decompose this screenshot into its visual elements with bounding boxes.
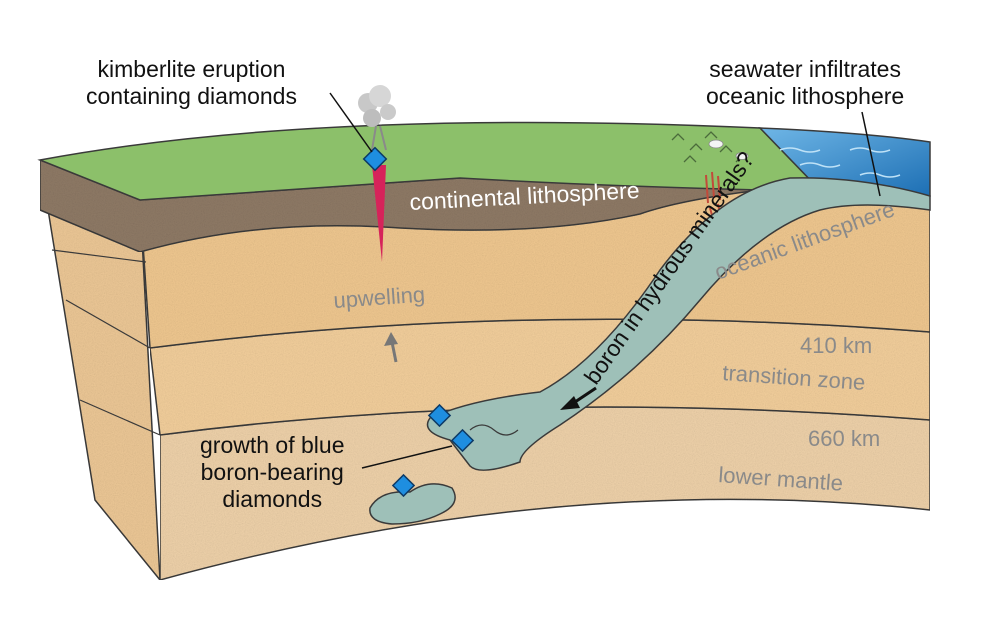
diamond-icon <box>362 146 388 172</box>
eruption-conduit <box>372 165 386 262</box>
callout-line: diamonds <box>222 486 323 512</box>
diamond-icon <box>427 403 452 428</box>
diamond-icon <box>450 428 475 453</box>
eruption-plume <box>358 85 396 151</box>
kimberlite-eruption-callout: kimberlite eruption containing diamonds <box>86 56 297 110</box>
fluid-marks <box>705 171 723 231</box>
diamond-icon <box>391 473 416 498</box>
slab-direction-arrow-icon <box>560 386 597 410</box>
callout-line: seawater infiltrates <box>709 56 901 82</box>
land-surface <box>37 121 822 201</box>
seawater-callout: seawater infiltrates oceanic lithosphere <box>706 56 904 110</box>
upwelling-arrow-icon <box>384 332 398 363</box>
growth-leader-line <box>361 445 453 469</box>
subducting-slab <box>426 177 931 471</box>
vegetation-marks <box>671 131 749 163</box>
seawater-leader-line <box>861 111 881 197</box>
410-km-label: 410 km <box>800 333 872 358</box>
callout-line: kimberlite eruption <box>97 56 286 82</box>
callout-line: containing diamonds <box>86 83 297 109</box>
callout-line: oceanic lithosphere <box>706 83 905 109</box>
callout-line: boron-bearing <box>200 459 344 485</box>
kimberlite-leader-line <box>329 92 373 153</box>
660-km-label: 660 km <box>808 426 880 451</box>
blue-diamond-growth-callout: growth of blue boron-bearing diamonds <box>200 432 344 513</box>
callout-line: growth of blue <box>200 432 345 458</box>
